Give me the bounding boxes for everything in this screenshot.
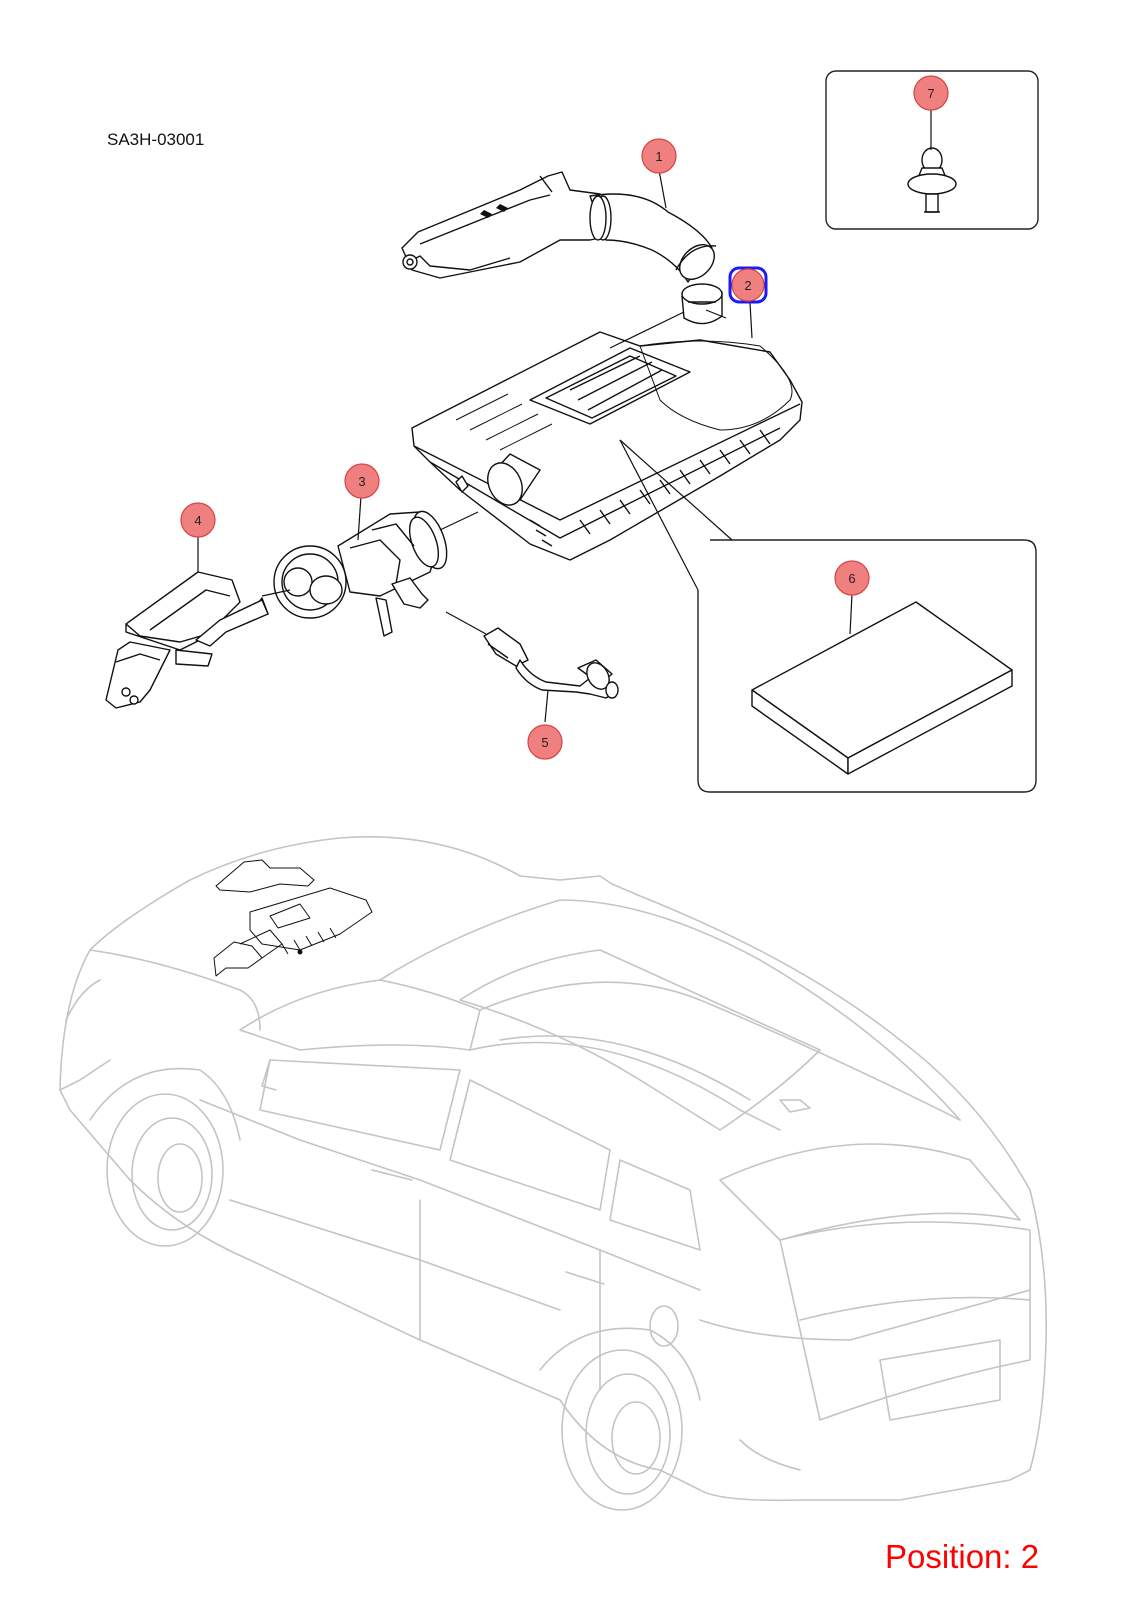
callout-2[interactable]: 2 (731, 268, 765, 302)
position-readout: Position: 2 (885, 1538, 1040, 1575)
callout-1-label: 1 (655, 149, 662, 164)
callout-4-label: 4 (194, 513, 201, 528)
diagram-part-code: SA3H-03001 (107, 130, 205, 149)
vehicle-locator-drawing (59, 836, 1047, 1511)
mass-air-flow-assembly (249, 510, 448, 637)
filter-element (751, 601, 1013, 775)
air-intake-duct (401, 171, 723, 325)
callout-7-label: 7 (927, 86, 934, 101)
callout-4[interactable]: 4 (180, 502, 216, 538)
callout-5-label: 5 (541, 735, 548, 750)
callout-2-label: 2 (744, 278, 751, 293)
callout-3[interactable]: 3 (344, 463, 380, 499)
intake-resonator (105, 571, 269, 709)
callout-6-label: 6 (848, 571, 855, 586)
inset-box-clip (825, 70, 1039, 230)
engine-bay-parts-highlight (213, 859, 373, 977)
leader-lines (197, 106, 932, 723)
retaining-clip (907, 147, 957, 213)
air-filter-housing (411, 331, 803, 561)
callout-5[interactable]: 5 (527, 724, 563, 760)
callout-1[interactable]: 1 (641, 138, 677, 174)
callout-2-selected-outline (728, 266, 768, 304)
inset-box-filter (697, 539, 1037, 793)
callout-7[interactable]: 7 (913, 75, 949, 111)
callout-6[interactable]: 6 (834, 560, 870, 596)
callout-3-label: 3 (358, 474, 365, 489)
breather-hose (483, 627, 619, 699)
